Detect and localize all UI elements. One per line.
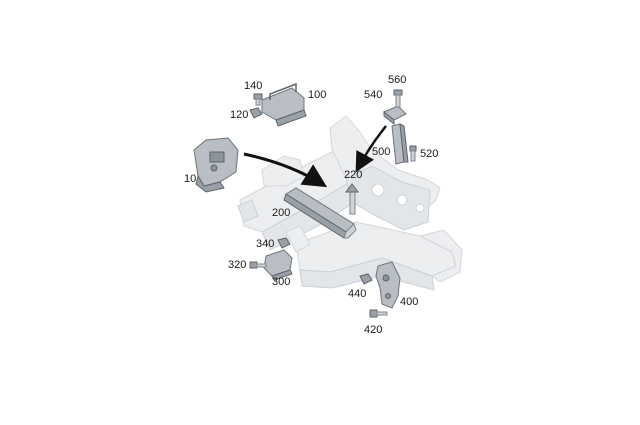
callout-340: 340	[256, 238, 274, 250]
assembly-arrow-part-500	[355, 125, 387, 173]
callout-220: 220	[344, 169, 362, 181]
part-340-nut	[277, 237, 291, 249]
callout-400: 400	[400, 296, 418, 308]
callout-100: 100	[308, 89, 326, 101]
part-120-nut	[249, 107, 263, 119]
part-300-bracket	[263, 249, 293, 281]
assembly-arrow-part-10	[243, 152, 328, 188]
part-440-nut	[359, 273, 373, 285]
callout-300: 300	[272, 276, 290, 288]
part-520-bolt	[409, 145, 417, 162]
part-560-bolt	[393, 89, 403, 108]
callout-560: 560	[388, 74, 406, 86]
part-420-bolt	[369, 309, 388, 318]
part-320-bolt	[249, 261, 267, 269]
part-140-bolt	[253, 93, 263, 106]
part-200-beam	[283, 187, 357, 239]
callout-500: 500	[372, 146, 390, 158]
callout-520: 520	[420, 148, 438, 160]
part-400-bracket	[375, 261, 401, 309]
callout-120: 120	[230, 109, 248, 121]
part-10-wheel-housing	[193, 137, 239, 193]
part-220-pin	[345, 183, 359, 215]
callout-440: 440	[348, 288, 366, 300]
callout-540: 540	[364, 89, 382, 101]
part-100-bracket	[261, 82, 307, 127]
part-540-bracket	[383, 105, 407, 126]
part-500-strut	[391, 123, 409, 165]
callout-320: 320	[228, 259, 246, 271]
callout-10: 10	[184, 173, 196, 185]
callout-200: 200	[272, 207, 290, 219]
callout-420: 420	[364, 324, 382, 336]
callout-140: 140	[244, 80, 262, 92]
